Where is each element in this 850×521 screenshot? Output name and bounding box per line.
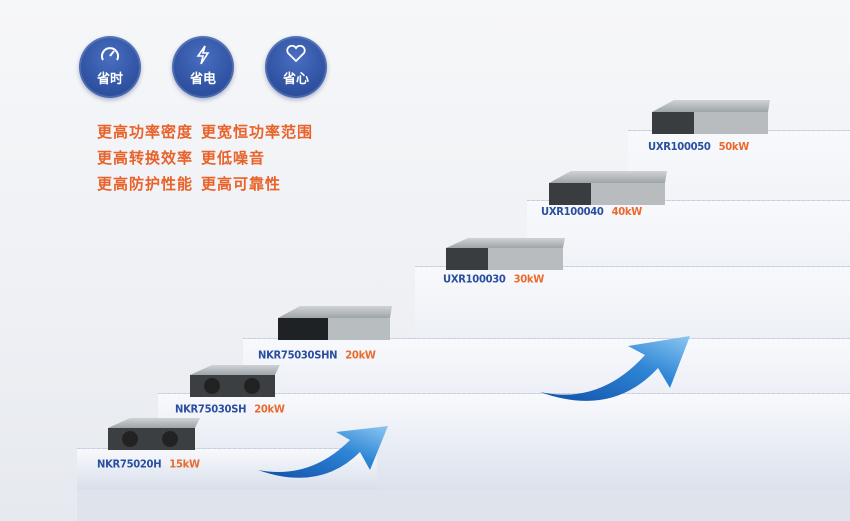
power: 20kW	[345, 349, 376, 362]
product-nkr75020h	[108, 418, 200, 450]
model: NKR75030SH	[175, 403, 247, 416]
feature-row: 更高防护性能更高可靠性	[97, 173, 281, 194]
product-label: NKR75030SHN 20kW	[258, 349, 376, 361]
badge-save-power: 省电	[172, 36, 234, 98]
feature-row: 更高转换效率更低噪音	[97, 147, 265, 168]
power: 15kW	[169, 458, 200, 471]
badge-label: 省电	[189, 72, 216, 87]
feature: 更宽恒功率范围	[201, 123, 314, 141]
product-nkr75030shn	[278, 306, 392, 340]
model: UXR100030	[443, 273, 506, 286]
product-uxr100050	[652, 100, 770, 134]
badge-label: 省心	[282, 72, 309, 87]
product-uxr100040	[549, 171, 667, 205]
feature: 更高可靠性	[201, 175, 282, 193]
power: 50kW	[718, 141, 750, 154]
model: NKR75030SHN	[258, 349, 338, 362]
badge-label: 省时	[96, 72, 123, 87]
product-label: UXR100040 40kW	[541, 206, 642, 218]
product-label: NKR75030SH 20kW	[175, 403, 285, 415]
speedometer-icon	[101, 47, 119, 61]
power: 40kW	[611, 206, 643, 219]
heart-icon	[286, 45, 306, 63]
product-label: UXR100050 50kW	[648, 141, 749, 153]
model: UXR100040	[541, 206, 604, 219]
badge-save-worry: 省心	[265, 36, 327, 98]
model: NKR75020H	[97, 458, 162, 471]
model: UXR100050	[648, 141, 711, 154]
feature: 更低噪音	[201, 149, 266, 167]
growth-arrow-icon	[540, 336, 690, 401]
growth-arrow-icon	[258, 426, 388, 478]
product-uxr100030	[446, 238, 565, 270]
lightning-icon	[196, 45, 210, 65]
power: 20kW	[254, 403, 285, 416]
feature: 更高功率密度	[97, 123, 194, 141]
badge-save-time: 省时	[79, 36, 141, 98]
feature-row: 更高功率密度更宽恒功率范围	[97, 121, 313, 142]
product-nkr75030sh	[190, 365, 280, 397]
product-label: UXR100030 30kW	[443, 273, 544, 285]
feature: 更高防护性能	[97, 175, 194, 193]
power: 30kW	[513, 273, 545, 286]
product-label: NKR75020H 15kW	[97, 458, 200, 470]
step-1-base	[77, 490, 850, 521]
feature: 更高转换效率	[97, 149, 194, 167]
